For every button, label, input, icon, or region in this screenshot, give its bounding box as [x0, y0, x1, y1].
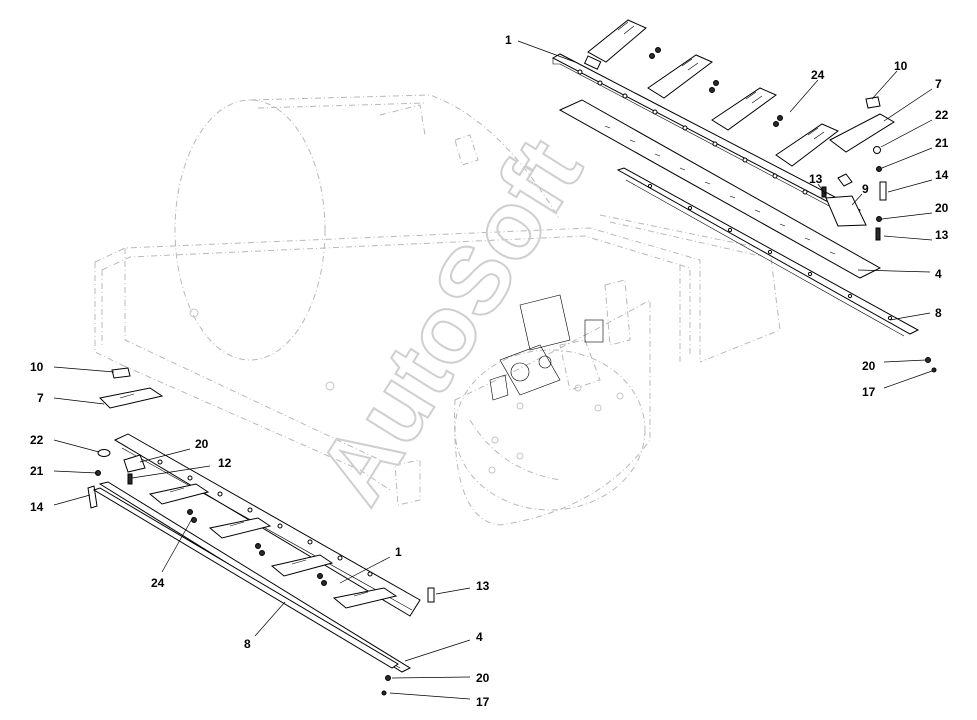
callout-leader-4b [404, 639, 471, 662]
callout-label-8b: 8 [244, 637, 251, 651]
machine-body-outline [94, 94, 781, 526]
callout-label-10: 10 [894, 59, 908, 73]
callout-label-4a: 4 [935, 267, 942, 281]
callout-label-13a: 13 [809, 172, 823, 186]
callout-label-20a: 20 [935, 201, 949, 215]
callout-label-9: 9 [862, 182, 869, 196]
callout-leader-22b [53, 439, 100, 453]
callout-label-17a: 17 [862, 385, 876, 399]
scraper-tine [208, 517, 272, 539]
callout-leader-10 [871, 70, 898, 100]
callout-label-17b: 17 [476, 695, 490, 709]
callout-label-12: 12 [218, 456, 232, 470]
callout-label-24: 24 [811, 68, 825, 82]
scraper-tine [270, 554, 334, 577]
callout-leader-20a [881, 212, 933, 220]
scraper-tine [647, 54, 713, 99]
callout-leader-1b [339, 556, 391, 584]
callout-leader-22 [880, 119, 933, 148]
callout-leader-24 [789, 79, 819, 113]
watermark: AutoSoft [297, 121, 602, 521]
callout-leader-20b [883, 359, 927, 363]
callout-label-21: 21 [935, 136, 949, 150]
callout-label-8a: 8 [935, 306, 942, 320]
callout-label-14b: 14 [30, 500, 44, 514]
callout-leader-17b [389, 692, 471, 700]
callout-label-24b: 24 [151, 576, 165, 590]
scraper-tine-loose [98, 387, 164, 409]
callout-label-1b: 1 [395, 545, 402, 559]
callout-label-13b: 13 [935, 228, 949, 242]
callout-label-22b: 22 [30, 433, 44, 447]
callout-leader-17a [883, 370, 933, 389]
scraper-tine [332, 587, 398, 609]
callout-leader-20d [391, 676, 471, 679]
callout-leader-12 [131, 465, 211, 479]
callout-leader-21b [53, 470, 98, 474]
lower-scraper-assembly [87, 367, 435, 696]
callout-leader-10b [53, 366, 115, 373]
callout-label-22: 22 [935, 108, 949, 122]
scraper-tine [148, 483, 210, 505]
callout-leader-9 [851, 193, 863, 206]
upper-scraper-assembly [551, 19, 937, 373]
callout-leader-7 [883, 88, 933, 122]
callout-leader-7b [53, 397, 105, 405]
plate-10 [865, 96, 881, 109]
callout-label-10b: 10 [30, 360, 44, 374]
scraper-tine [775, 123, 839, 167]
callout-leader-24b [161, 516, 194, 573]
scraper-tine [583, 19, 647, 70]
callout-leader-4a [857, 269, 931, 273]
callout-label-20c: 20 [195, 437, 209, 451]
callout-leader-13b [883, 235, 933, 241]
callout-label-13c: 13 [476, 579, 490, 593]
callout-leader-8b [254, 601, 286, 637]
callout-label-7b: 7 [37, 391, 44, 405]
callout-leader-20c [139, 448, 191, 463]
callout-label-20b: 20 [862, 359, 876, 373]
callout-leader-14b [53, 494, 91, 506]
callout-leader-13a [817, 183, 827, 196]
callout-leader-8a [889, 312, 931, 321]
callout-label-21b: 21 [30, 464, 44, 478]
callout-label-1: 1 [505, 33, 512, 47]
callout-leader-21 [881, 147, 933, 169]
callout-label-14: 14 [935, 168, 949, 182]
callout-leader-14 [887, 179, 933, 193]
callout-label-4b: 4 [476, 630, 483, 644]
callout-label-20d: 20 [476, 671, 490, 685]
scraper-tine-loose [829, 113, 895, 153]
callout-label-7: 7 [935, 77, 942, 91]
callout-leader-13c [435, 587, 471, 595]
callout-leader-1 [517, 40, 576, 63]
drive-motor-block [489, 294, 604, 401]
scraper-tine [711, 87, 777, 131]
